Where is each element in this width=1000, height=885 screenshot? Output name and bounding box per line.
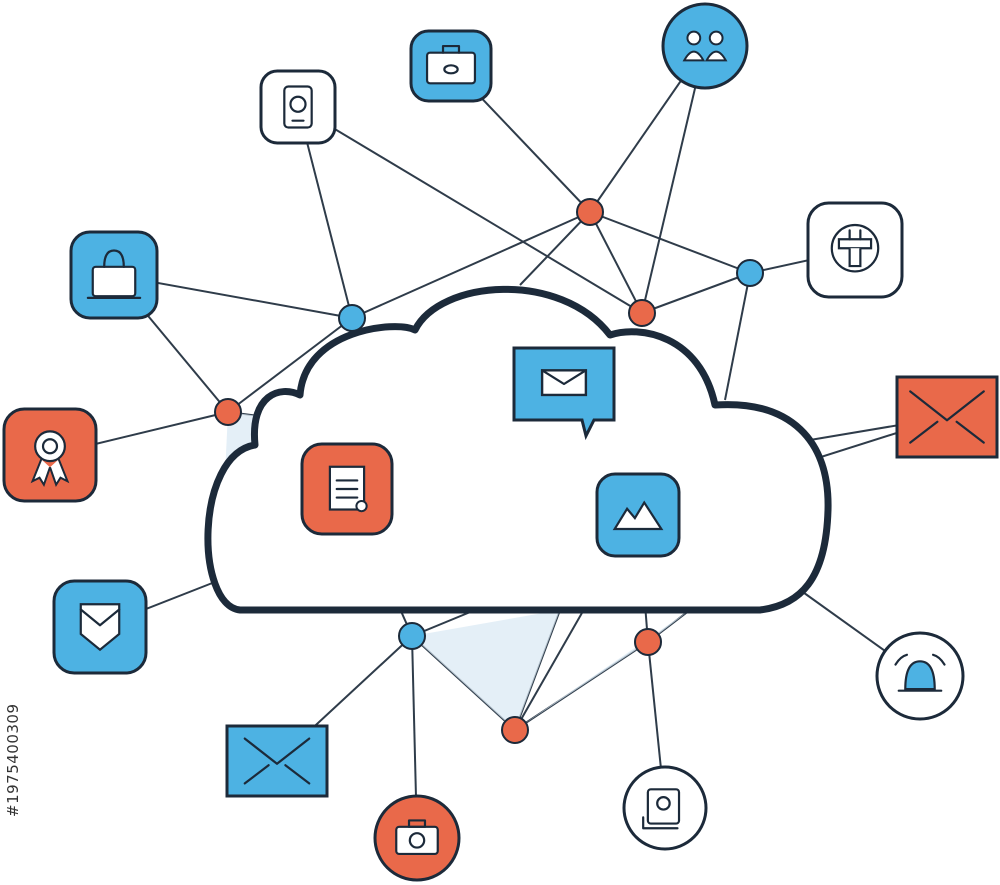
camera-icon: [395, 819, 439, 856]
connector-line: [297, 106, 643, 314]
icon-award-node: [2, 407, 98, 503]
connector-line: [589, 211, 751, 274]
connector-line: [351, 211, 591, 319]
icon-bag-node: [69, 230, 159, 320]
stock-id-watermark: #1975400309: [4, 703, 22, 817]
icon-id-card-node: [622, 765, 708, 851]
icon-phone-node: [259, 69, 337, 145]
icon-message-node: [512, 346, 616, 441]
people-icon: [682, 30, 728, 62]
connector-line: [519, 211, 591, 286]
hub-bottom-node: [501, 716, 529, 744]
connector-line: [641, 272, 751, 314]
briefcase-icon: [425, 44, 477, 85]
id-card-icon: [642, 788, 681, 830]
connector-line: [227, 317, 353, 413]
phone-icon: [283, 85, 313, 129]
icon-shield-node: [52, 579, 148, 675]
clipboard-icon: [328, 465, 368, 513]
connector-line: [589, 211, 643, 314]
hub-nodes: [214, 198, 764, 744]
hub-top-node: [576, 198, 604, 226]
icon-camera-node: [373, 794, 461, 882]
bell-icon: [894, 653, 946, 692]
icon-mountain-node: [595, 472, 681, 558]
icon-bell-node: [875, 631, 965, 721]
hub-mid-right-node: [628, 299, 656, 327]
icon-envelope-right-node: [895, 375, 999, 459]
message-bubble-icon: [540, 369, 588, 397]
icon-people-node: [661, 2, 749, 90]
icon-plug-node: [806, 201, 904, 299]
plug-icon: [830, 223, 880, 273]
connector-fill: [412, 610, 560, 730]
shield-mail-icon: [79, 603, 121, 652]
cloud-shape: [204, 285, 832, 614]
hub-right-node: [736, 259, 764, 287]
award-ribbon-icon: [30, 430, 70, 488]
hub-top-left-node: [338, 304, 366, 332]
icon-briefcase-node: [409, 29, 493, 103]
connector-line: [641, 45, 706, 314]
hub-bottom-right-node: [634, 628, 662, 656]
cloud-outline: [204, 285, 832, 614]
shopping-bag-icon: [86, 249, 142, 299]
envelope-icon: [909, 390, 985, 444]
envelope-icon: [243, 737, 311, 785]
icon-envelope-bottom-node: [225, 724, 329, 798]
icon-clipboard-node: [300, 442, 394, 536]
mountain-image-icon: [612, 500, 664, 531]
connector-line: [724, 272, 751, 401]
hub-bottom-left-node: [398, 622, 426, 650]
hub-left-node: [214, 398, 242, 426]
